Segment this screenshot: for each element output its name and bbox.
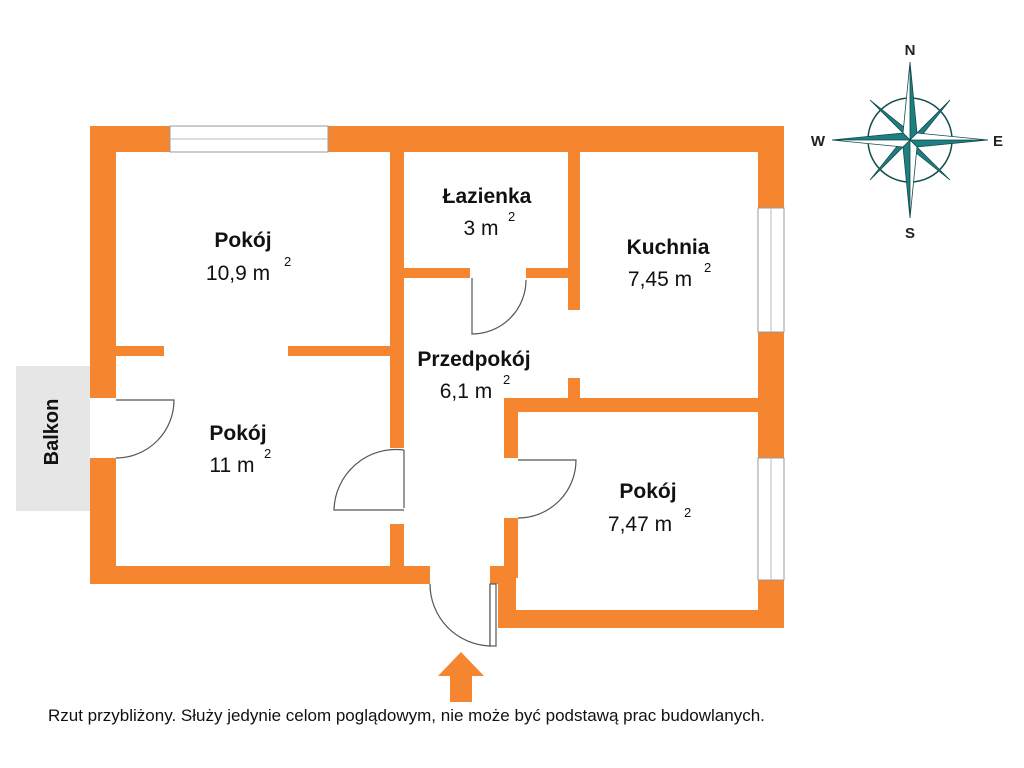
room-name: Kuchnia xyxy=(627,236,710,259)
room-area: 7,47 m xyxy=(608,513,672,536)
room-name: Pokój xyxy=(209,422,266,445)
wall-small-room-left xyxy=(504,398,518,458)
wall-entrance-right xyxy=(490,566,502,584)
balcony-label: Balkon xyxy=(41,399,63,466)
wall-bathroom-bottom-a xyxy=(404,268,470,278)
room-area: 10,9 m xyxy=(206,262,270,285)
windows xyxy=(169,125,785,581)
wall-right-top xyxy=(758,126,784,208)
wall-kitchen-bottom xyxy=(504,398,784,412)
wall-small-room-left-bottom xyxy=(498,566,516,628)
wall-kitchen-stub xyxy=(568,378,580,400)
wall-small-room-left-lower xyxy=(504,518,518,578)
wall-bottom-left xyxy=(90,566,430,584)
door-room-left xyxy=(333,448,405,511)
door-balcony xyxy=(115,399,175,459)
doors xyxy=(115,278,577,647)
room-area-unit: 2 xyxy=(684,505,691,520)
room-area: 3 m xyxy=(463,217,498,240)
room-area-unit: 2 xyxy=(503,372,510,387)
compass-rose-icon: N S E W xyxy=(811,42,1003,242)
room-area-unit: 2 xyxy=(704,260,711,275)
door-entrance xyxy=(429,583,491,647)
wall-bathroom-bottom-b xyxy=(526,268,580,278)
room-labels: Pokój 10,9 m 2 Pokój 11 m 2 Łazienka 3 m… xyxy=(206,185,711,536)
wall-top-right xyxy=(328,126,784,152)
compass-north: N xyxy=(905,42,916,59)
room-name: Pokój xyxy=(214,229,271,252)
compass-west: W xyxy=(811,133,826,150)
wall-right-mid xyxy=(758,332,784,458)
wall-left-rooms-divider-b xyxy=(288,346,404,356)
door-bathroom xyxy=(471,278,527,335)
balcony-area xyxy=(16,366,90,511)
room-name: Łazienka xyxy=(443,185,532,208)
room-area-unit: 2 xyxy=(508,209,515,224)
room-name: Przedpokój xyxy=(417,348,530,371)
room-area-unit: 2 xyxy=(284,254,291,269)
room-name: Pokój xyxy=(619,480,676,503)
wall-bathroom-kitchen xyxy=(568,152,580,310)
compass-east: E xyxy=(993,133,1003,150)
room-area: 7,45 m xyxy=(628,268,692,291)
room-area: 6,1 m xyxy=(440,380,493,403)
wall-left-lower xyxy=(90,458,116,584)
door-small-room xyxy=(517,459,577,519)
room-area-unit: 2 xyxy=(264,446,271,461)
walls xyxy=(90,126,784,628)
wall-left-rooms-divider-a xyxy=(116,346,164,356)
wall-bottom-right xyxy=(498,610,784,628)
wall-hallway-left-lower xyxy=(390,524,404,576)
entrance-arrow-icon xyxy=(438,652,484,702)
disclaimer-text: Rzut przybliżony. Służy jedynie celom po… xyxy=(48,706,765,725)
wall-hallway-left-upper xyxy=(390,152,404,448)
room-area: 11 m xyxy=(209,454,254,477)
compass-south: S xyxy=(905,225,915,242)
wall-left-upper xyxy=(90,126,116,398)
